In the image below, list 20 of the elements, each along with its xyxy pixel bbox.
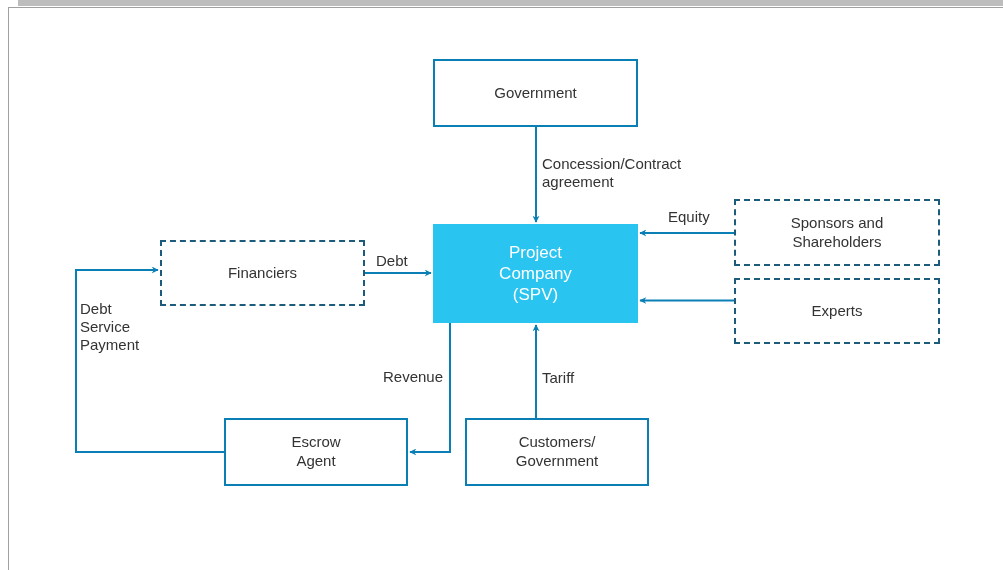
arrow bbox=[639, 229, 735, 237]
dashed-box: Sponsors and Shareholders bbox=[734, 199, 940, 266]
highlight-box: Project Company (SPV) bbox=[433, 224, 638, 323]
arrow bbox=[409, 322, 451, 456]
arrow bbox=[75, 266, 225, 453]
edge-label: Equity bbox=[668, 208, 711, 226]
dashed-box: Experts bbox=[734, 278, 940, 344]
process-box: Escrow Agent bbox=[224, 418, 408, 486]
process-box: Customers/ Government bbox=[465, 418, 649, 486]
edge-label: Debt bbox=[376, 252, 409, 270]
edge-label: Revenue bbox=[383, 368, 445, 386]
arrow bbox=[532, 324, 540, 419]
process-box: Government bbox=[433, 59, 638, 127]
edge-label: Concession/Contract agreement bbox=[542, 155, 683, 191]
dashed-box: Financiers bbox=[160, 240, 365, 306]
edge-label: Tariff bbox=[542, 369, 576, 387]
edge-label: Debt Service Payment bbox=[80, 300, 141, 354]
arrow bbox=[639, 297, 735, 304]
arrow bbox=[364, 269, 432, 277]
arrow bbox=[532, 126, 540, 223]
